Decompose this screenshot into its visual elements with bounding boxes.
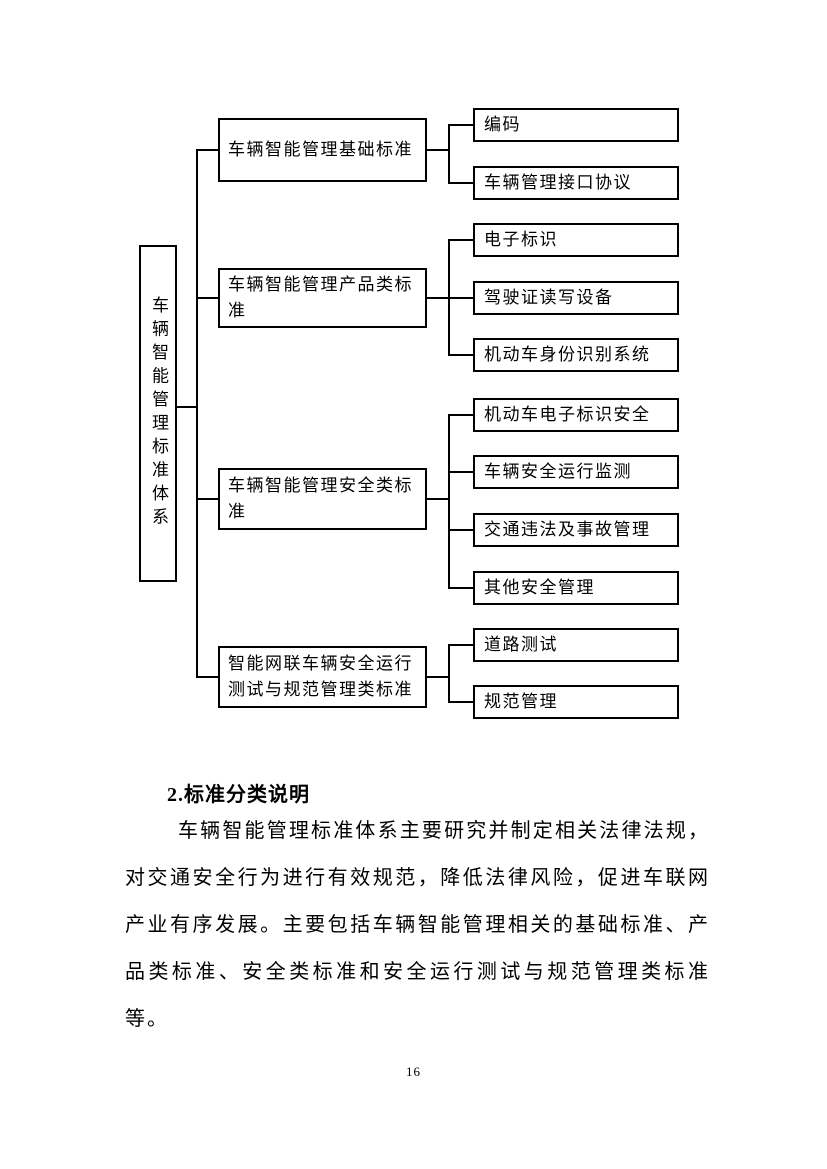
connector-line	[448, 644, 450, 703]
diagram-leaf-node: 机动车身份识别系统	[473, 338, 679, 372]
diagram-root-label: 车辆智能管理标准体系	[149, 296, 168, 531]
diagram-leaf-node: 机动车电子标识安全	[473, 398, 679, 432]
diagram-category-node: 车辆智能管理安全类标准	[218, 468, 427, 530]
diagram-category-node: 智能网联车辆安全运行测试与规范管理类标准	[218, 646, 427, 708]
diagram-category-node: 车辆智能管理产品类标准	[218, 268, 427, 328]
connector-line	[448, 297, 473, 299]
connector-line	[196, 297, 218, 299]
connector-line	[425, 149, 450, 151]
connector-line	[448, 239, 473, 241]
body-text-line: 车辆智能管理标准体系主要研究并制定相关法律法规，	[178, 820, 710, 842]
section-heading: 2.标准分类说明	[167, 784, 310, 806]
connector-line	[448, 124, 450, 184]
connector-line	[448, 124, 473, 126]
connector-line	[196, 149, 198, 678]
connector-line	[448, 354, 473, 356]
page-number: 16	[406, 1064, 421, 1079]
connector-line	[425, 297, 450, 299]
diagram-category-node: 车辆智能管理基础标准	[218, 118, 427, 182]
connector-line	[448, 414, 473, 416]
body-paragraph: 车辆智能管理标准体系主要研究并制定相关法律法规， 对交通安全行为进行有效规范，降低…	[125, 808, 710, 1043]
connector-line	[448, 701, 473, 703]
diagram-leaf-node: 驾驶证读写设备	[473, 281, 679, 315]
diagram-leaf-node: 编码	[473, 108, 679, 142]
connector-line	[448, 587, 473, 589]
connector-line	[448, 471, 473, 473]
body-text-line: 对交通安全行为进行有效规范，降低法律风险，促进车联网	[125, 867, 710, 889]
diagram-leaf-node: 车辆安全运行监测	[473, 455, 679, 489]
body-text-line: 等。	[125, 1008, 169, 1030]
diagram-root-node: 车辆智能管理标准体系	[139, 245, 177, 582]
diagram-leaf-node: 车辆管理接口协议	[473, 166, 679, 200]
diagram-leaf-node: 道路测试	[473, 628, 679, 662]
diagram-leaf-node: 电子标识	[473, 223, 679, 257]
body-text-line: 产业有序发展。主要包括车辆智能管理相关的基础标准、产	[125, 914, 710, 936]
connector-line	[425, 676, 450, 678]
connector-line	[448, 644, 473, 646]
connector-line	[448, 414, 450, 589]
diagram-leaf-node: 规范管理	[473, 685, 679, 719]
connector-line	[425, 498, 450, 500]
connector-line	[196, 676, 218, 678]
body-text-line: 品类标准、安全类标准和安全运行测试与规范管理类标准	[125, 961, 710, 983]
connector-line	[175, 406, 198, 408]
diagram-leaf-node: 其他安全管理	[473, 571, 679, 605]
connector-line	[448, 529, 473, 531]
connector-line	[196, 498, 218, 500]
connector-line	[196, 149, 218, 151]
diagram-leaf-node: 交通违法及事故管理	[473, 513, 679, 547]
connector-line	[448, 182, 473, 184]
